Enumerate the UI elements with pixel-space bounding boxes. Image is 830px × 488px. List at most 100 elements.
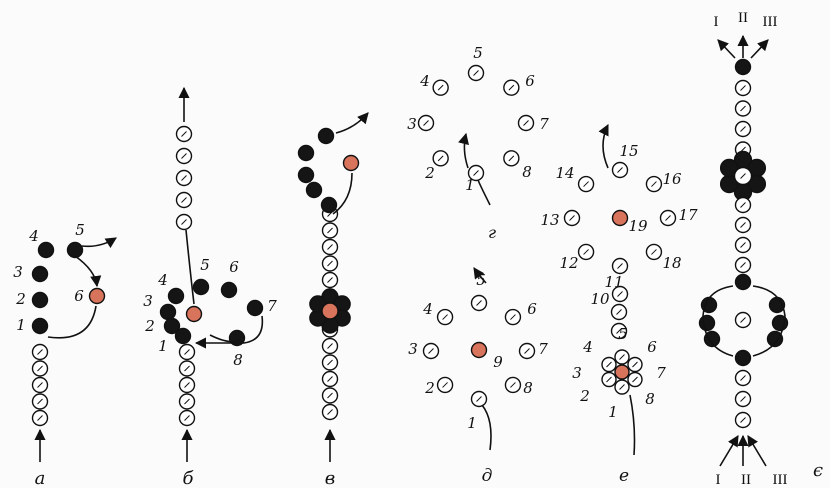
bead-thread-mark bbox=[327, 409, 333, 415]
bead-number-label: 19 bbox=[628, 217, 648, 235]
bead-number-label: 1 bbox=[467, 414, 477, 432]
bead-thread-mark bbox=[740, 317, 746, 323]
bead-thread-mark bbox=[632, 361, 638, 368]
bead-thread-mark bbox=[740, 202, 746, 208]
thread-exit bbox=[473, 267, 487, 284]
bead-thread-mark bbox=[510, 314, 516, 320]
bead-number-label: 7 bbox=[539, 115, 549, 133]
thread-label-bottom-I: I bbox=[716, 472, 721, 488]
bead-thread-mark bbox=[619, 354, 625, 360]
thread-I-bottom bbox=[719, 435, 739, 467]
panel-label-g: г bbox=[488, 223, 496, 242]
thread-in bbox=[477, 179, 491, 206]
black-bead bbox=[317, 127, 335, 145]
black-bead bbox=[766, 330, 784, 348]
thread-loop bbox=[209, 334, 241, 343]
bead-thread-mark bbox=[37, 415, 43, 421]
bead-thread-mark bbox=[583, 181, 589, 187]
bead-number-label: 8 bbox=[523, 379, 533, 397]
black-bead bbox=[698, 314, 716, 332]
thread-exit bbox=[598, 123, 609, 169]
bead-thread-mark bbox=[437, 155, 444, 162]
panel-label-v: в bbox=[325, 468, 335, 488]
bead-thread-mark bbox=[37, 349, 43, 355]
bead-thread-mark bbox=[619, 384, 625, 390]
flower-center-bead bbox=[321, 302, 339, 320]
bead-thread-mark bbox=[184, 415, 190, 421]
bead-thread-mark bbox=[37, 398, 43, 405]
thread-in bbox=[629, 394, 636, 456]
thread-I-top bbox=[717, 39, 736, 59]
bead-thread-mark bbox=[327, 227, 333, 234]
bead-thread-mark bbox=[616, 328, 622, 334]
bead-number-label: 8 bbox=[645, 390, 655, 408]
bead-thread-mark bbox=[651, 249, 657, 255]
panel-label-a: а bbox=[35, 468, 46, 488]
bead-number-label: 13 bbox=[540, 211, 559, 229]
black-bead bbox=[703, 330, 721, 348]
bead-thread-mark bbox=[442, 314, 448, 320]
bead-thread-mark bbox=[524, 348, 530, 354]
bead-number-label: 3 bbox=[407, 115, 417, 133]
bead-number-label: 14 bbox=[555, 164, 574, 182]
bead-thread-mark bbox=[583, 249, 589, 255]
bead-number-label: 2 bbox=[424, 164, 435, 182]
bead-number-label: 5 bbox=[476, 271, 486, 289]
black-bead bbox=[167, 287, 185, 305]
thread-loop bbox=[332, 172, 353, 215]
bead-thread-mark bbox=[617, 167, 623, 173]
bead-thread-mark bbox=[740, 375, 746, 381]
bead-number-label: 5 bbox=[618, 325, 628, 343]
thread-exit bbox=[81, 237, 117, 249]
bead-number-label: 1 bbox=[158, 337, 168, 355]
red-bead bbox=[611, 209, 629, 227]
bead-thread-mark bbox=[423, 120, 429, 126]
bead-number-label: 12 bbox=[559, 254, 578, 272]
red-bead bbox=[185, 305, 203, 323]
thread-loop bbox=[702, 285, 734, 357]
bead-thread-mark bbox=[437, 84, 444, 91]
bead-thread-mark bbox=[508, 155, 515, 162]
thread-III-top bbox=[750, 39, 769, 59]
thread-in bbox=[481, 404, 492, 451]
bead-thread-mark bbox=[606, 376, 612, 383]
bead-thread-mark bbox=[617, 263, 623, 269]
bead-thread-mark bbox=[510, 382, 516, 388]
bead-thread-mark bbox=[327, 343, 333, 349]
bead-thread-mark bbox=[327, 376, 333, 382]
bead-thread-mark bbox=[473, 170, 479, 176]
bead-number-label: 17 bbox=[678, 206, 698, 224]
bead-thread-mark bbox=[606, 361, 612, 368]
black-bead bbox=[174, 327, 192, 345]
bead-thread-mark bbox=[37, 365, 43, 372]
thread-exit bbox=[335, 112, 369, 134]
thread-label-bottom-III: III bbox=[773, 472, 788, 488]
bead-number-label: 7 bbox=[538, 340, 548, 358]
bead-thread-mark bbox=[740, 242, 746, 248]
red-bead bbox=[342, 154, 360, 172]
bead-thread-mark bbox=[184, 349, 190, 355]
bead-number-label: 6 bbox=[647, 338, 657, 356]
bead-thread-mark bbox=[327, 392, 333, 399]
bead-number-label: 11 bbox=[604, 273, 623, 291]
bead-thread-mark bbox=[184, 382, 190, 388]
thread-loop bbox=[74, 255, 102, 288]
bead-number-label: 5 bbox=[200, 256, 210, 274]
black-bead bbox=[37, 241, 55, 259]
bead-number-label: 8 bbox=[233, 351, 243, 369]
thread-label-bottom-II: II bbox=[741, 472, 751, 488]
bead-thread-mark bbox=[181, 153, 187, 159]
bead-thread-mark bbox=[428, 348, 434, 354]
bead-thread-mark bbox=[740, 396, 746, 402]
black-bead bbox=[305, 181, 323, 199]
bead-thread-mark bbox=[442, 382, 448, 388]
bead-number-label: 6 bbox=[74, 287, 84, 305]
bead-thread-mark bbox=[740, 126, 746, 132]
bead-number-label: 2 bbox=[424, 379, 435, 397]
black-bead bbox=[297, 166, 315, 184]
red-bead bbox=[88, 287, 106, 305]
black-bead bbox=[734, 58, 752, 76]
bead-thread-mark bbox=[740, 105, 746, 112]
bead-thread-mark bbox=[184, 398, 190, 405]
bead-thread-mark bbox=[665, 215, 671, 221]
